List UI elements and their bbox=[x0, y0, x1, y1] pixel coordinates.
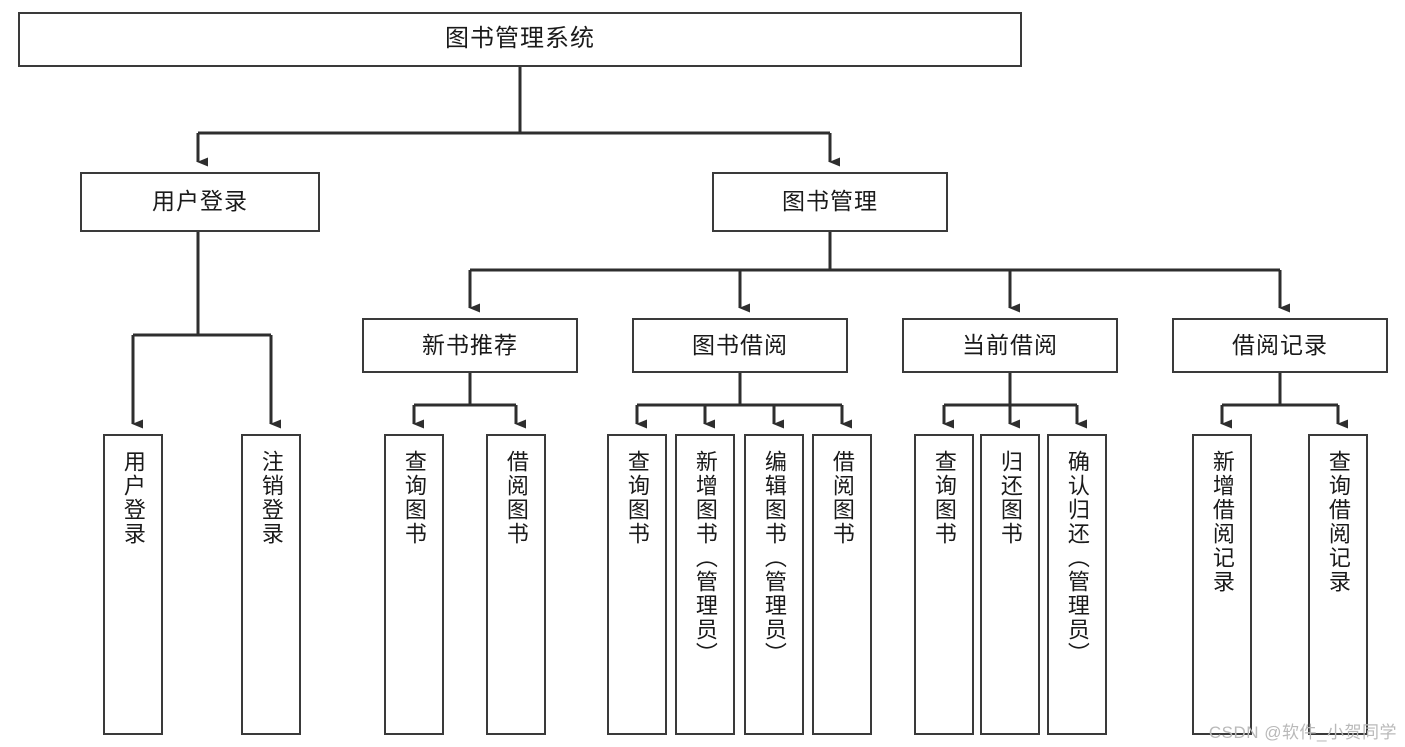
node-label: 借阅记录 bbox=[1232, 331, 1328, 358]
leaf-book-borrow-edit-book-admin[interactable]: 编辑图书（管理员） bbox=[744, 434, 804, 735]
node-label: 借阅图书 bbox=[503, 450, 529, 546]
node-user-login[interactable]: 用户登录 bbox=[80, 172, 320, 232]
node-label: 确认归还（管理员） bbox=[1064, 450, 1090, 666]
node-label: 新增图书（管理员） bbox=[692, 450, 718, 666]
leaf-user-login-logout[interactable]: 注销登录 bbox=[241, 434, 301, 735]
node-label: 图书管理系统 bbox=[445, 25, 595, 53]
leaf-book-borrow-add-book-admin[interactable]: 新增图书（管理员） bbox=[675, 434, 735, 735]
node-current-borrow[interactable]: 当前借阅 bbox=[902, 318, 1118, 373]
node-label: 图书管理 bbox=[782, 188, 878, 215]
node-label: 查询借阅记录 bbox=[1325, 450, 1351, 594]
node-label: 查询图书 bbox=[624, 450, 650, 546]
node-label: 新增借阅记录 bbox=[1209, 450, 1235, 594]
node-label: 新书推荐 bbox=[422, 331, 518, 358]
node-borrow-record[interactable]: 借阅记录 bbox=[1172, 318, 1388, 373]
node-label: 编辑图书（管理员） bbox=[761, 450, 787, 666]
node-label: 当前借阅 bbox=[962, 331, 1058, 358]
node-label: 查询图书 bbox=[401, 450, 427, 546]
node-label: 注销登录 bbox=[258, 450, 284, 546]
leaf-book-borrow-query-book[interactable]: 查询图书 bbox=[607, 434, 667, 735]
leaf-current-borrow-query-book[interactable]: 查询图书 bbox=[914, 434, 974, 735]
node-book-borrow[interactable]: 图书借阅 bbox=[632, 318, 848, 373]
leaf-book-borrow-borrow-book[interactable]: 借阅图书 bbox=[812, 434, 872, 735]
leaf-borrow-record-query-record[interactable]: 查询借阅记录 bbox=[1308, 434, 1368, 735]
leaf-new-book-query-book[interactable]: 查询图书 bbox=[384, 434, 444, 735]
node-label: 查询图书 bbox=[931, 450, 957, 546]
leaf-borrow-record-add-record[interactable]: 新增借阅记录 bbox=[1192, 434, 1252, 735]
node-label: 图书借阅 bbox=[692, 331, 788, 358]
node-new-book-recommend[interactable]: 新书推荐 bbox=[362, 318, 578, 373]
csdn-watermark: CSDN @软件_小贺同学 bbox=[1208, 723, 1397, 742]
node-book-management[interactable]: 图书管理 bbox=[712, 172, 948, 232]
node-label: 用户登录 bbox=[120, 450, 146, 546]
node-root-book-management-system[interactable]: 图书管理系统 bbox=[18, 12, 1022, 67]
leaf-user-login-login[interactable]: 用户登录 bbox=[103, 434, 163, 735]
node-label: 归还图书 bbox=[997, 450, 1023, 546]
leaf-current-borrow-return-book[interactable]: 归还图书 bbox=[980, 434, 1040, 735]
leaf-new-book-borrow-book[interactable]: 借阅图书 bbox=[486, 434, 546, 735]
node-label: 借阅图书 bbox=[829, 450, 855, 546]
node-label: 用户登录 bbox=[152, 188, 248, 215]
leaf-current-borrow-confirm-return-admin[interactable]: 确认归还（管理员） bbox=[1047, 434, 1107, 735]
